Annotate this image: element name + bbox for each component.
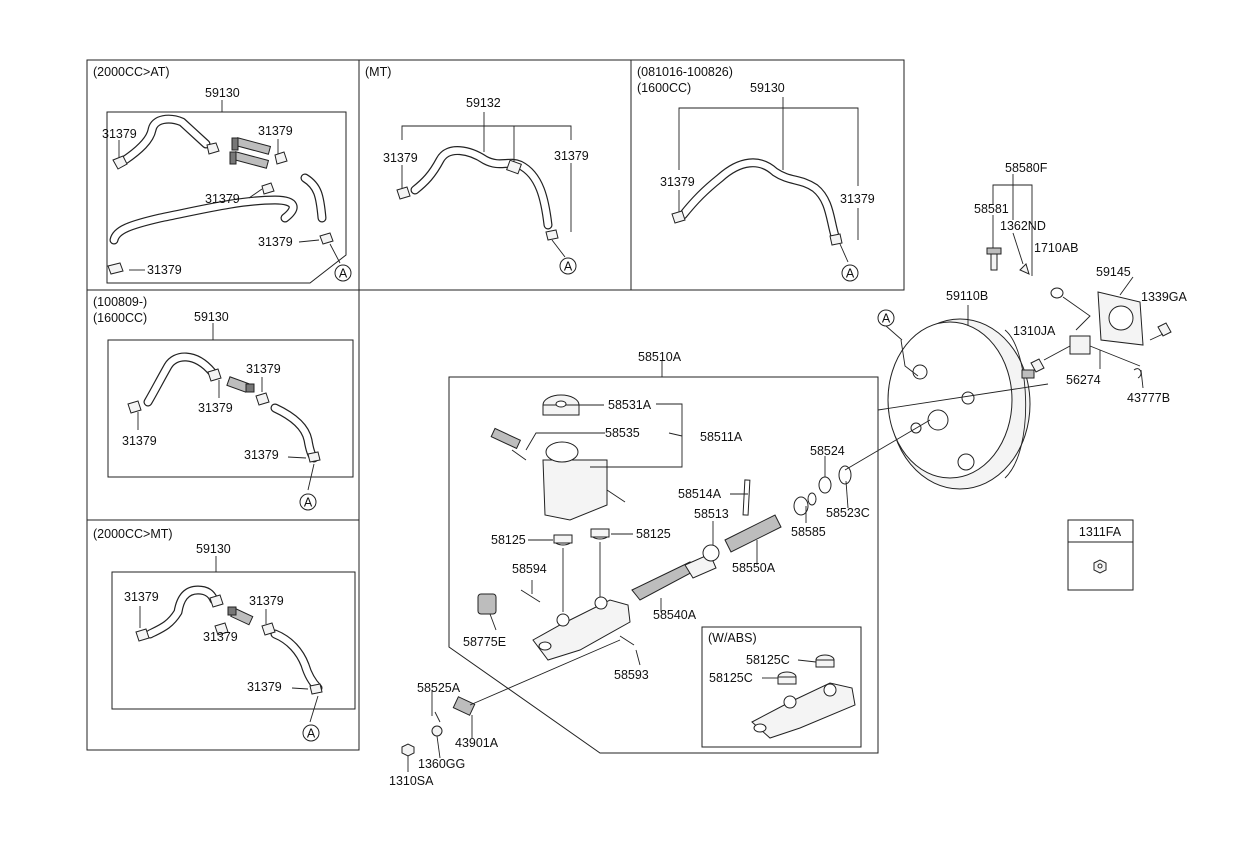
booster-mounting-hardware (986, 174, 1172, 389)
label-31379: 31379 (246, 362, 281, 376)
label-58593: 58593 (614, 668, 649, 682)
label-31379: 31379 (840, 192, 875, 206)
ref-marker-a (299, 493, 317, 511)
label-31379: 31379 (383, 151, 418, 165)
label-31379: 31379 (124, 590, 159, 604)
label-58523c: 58523C (826, 506, 870, 520)
caption-w-abs: (W/ABS) (708, 631, 757, 645)
nut-1311fa (1093, 559, 1107, 574)
label-31379: 31379 (258, 235, 293, 249)
label-59132: 59132 (466, 96, 501, 110)
caption-100809: (100809-) (93, 295, 147, 309)
brake-booster (885, 305, 1035, 490)
label-58535: 58535 (605, 426, 640, 440)
label-31379: 31379 (249, 594, 284, 608)
label-1310ja: 1310JA (1013, 324, 1056, 338)
caption-1600cc: (1600CC) (637, 81, 691, 95)
label-58510a: 58510A (638, 350, 682, 364)
ref-marker-a (334, 264, 352, 282)
label-58540a: 58540A (653, 608, 697, 622)
label-43901a: 43901A (455, 736, 499, 750)
panel-captions: (2000CC>AT) (MT) (081016-100826) (1600CC… (93, 65, 1122, 645)
abs-labels: 58125C 58125C (709, 653, 790, 685)
label-31379: 31379 (660, 175, 695, 189)
label-58775e: 58775E (463, 635, 506, 649)
caption-1600cc-b: (1600CC) (93, 311, 147, 325)
panel-100809-labels: 59130 31379 31379 31379 31379 (122, 310, 281, 462)
label-1339ga: 1339GA (1141, 290, 1188, 304)
caption-date-range: (081016-100826) (637, 65, 733, 79)
master-cylinder-assembly (401, 361, 1049, 772)
ref-marker-a (302, 724, 320, 742)
label-58580f: 58580F (1005, 161, 1048, 175)
label-58513: 58513 (694, 507, 729, 521)
svg-text:A: A (882, 312, 891, 326)
svg-text:A: A (304, 496, 313, 510)
label-31379: 31379 (198, 401, 233, 415)
panel-2000cc-mt-labels: 59130 31379 31379 31379 31379 (124, 542, 284, 694)
label-58514a: 58514A (678, 487, 722, 501)
panel-2000cc-at-labels: 59130 31379 31379 31379 31379 31379 (102, 86, 293, 277)
svg-text:A: A (339, 267, 348, 281)
label-59130: 59130 (750, 81, 785, 95)
svg-text:A: A (564, 260, 573, 274)
panel-2000cc-mt (135, 556, 323, 723)
label-31379: 31379 (247, 680, 282, 694)
label-1310sa: 1310SA (389, 774, 434, 788)
label-31379: 31379 (122, 434, 157, 448)
label-58125: 58125 (491, 533, 526, 547)
panel-2000cc-at (107, 100, 341, 275)
panel-mt (396, 112, 572, 258)
label-58550a: 58550A (732, 561, 776, 575)
label-59145: 59145 (1096, 265, 1131, 279)
label-31379: 31379 (203, 630, 238, 644)
label-59130: 59130 (205, 86, 240, 100)
panel-100809 (127, 323, 321, 491)
label-58594: 58594 (512, 562, 547, 576)
label-58585: 58585 (791, 525, 826, 539)
ref-marker-a (559, 257, 577, 275)
ref-marker-a (841, 264, 859, 282)
label-58125c: 58125C (709, 671, 753, 685)
master-cylinder-labels: 58510A 58531A 58535 58511A 58524 58514A … (389, 350, 870, 788)
booster-labels: 58580F 58581 1362ND 1710AB 59145 59110B … (946, 161, 1188, 405)
label-31379: 31379 (244, 448, 279, 462)
label-1360gg: 1360GG (418, 757, 465, 771)
label-59130: 59130 (196, 542, 231, 556)
caption-2000cc-mt: (2000CC>MT) (93, 527, 173, 541)
svg-text:A: A (846, 267, 855, 281)
label-31379: 31379 (147, 263, 182, 277)
label-58125c: 58125C (746, 653, 790, 667)
abs-master-cylinder (751, 654, 856, 739)
ref-markers: A A A A A A (299, 257, 895, 742)
label-31379: 31379 (554, 149, 589, 163)
label-58531a: 58531A (608, 398, 652, 412)
label-43777b: 43777B (1127, 391, 1170, 405)
label-56274: 56274 (1066, 373, 1101, 387)
panel-frames (86, 59, 1134, 754)
label-59110b: 59110B (946, 289, 988, 303)
panel-mt-labels: 59132 31379 31379 (383, 96, 589, 165)
label-31379: 31379 (102, 127, 137, 141)
label-58511a: 58511A (700, 430, 743, 444)
panel-1600cc-dated (671, 97, 859, 263)
caption-2000cc-at: (2000CC>AT) (93, 65, 170, 79)
label-58525a: 58525A (417, 681, 461, 695)
label-58524: 58524 (810, 444, 845, 458)
label-1362nd: 1362ND (1000, 219, 1046, 233)
label-1710ab: 1710AB (1034, 241, 1078, 255)
svg-text:A: A (307, 727, 316, 741)
panel-1600cc-dated-labels: 59130 31379 31379 (660, 81, 875, 206)
caption-mt: (MT) (365, 65, 391, 79)
label-31379: 31379 (205, 192, 240, 206)
label-31379: 31379 (258, 124, 293, 138)
label-58581: 58581 (974, 202, 1009, 216)
caption-1311fa: 1311FA (1079, 525, 1122, 539)
label-59130: 59130 (194, 310, 229, 324)
label-58125: 58125 (636, 527, 671, 541)
